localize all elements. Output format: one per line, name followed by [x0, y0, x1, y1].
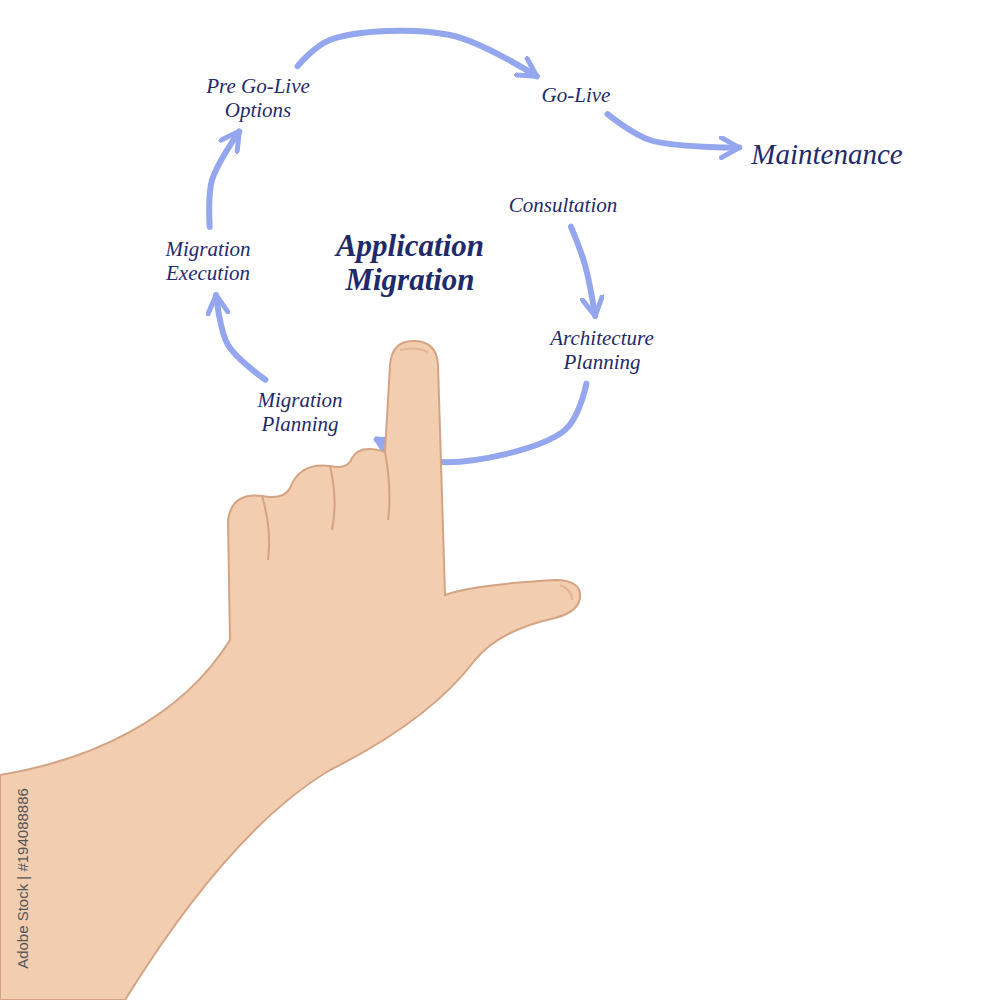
step-label: Architecture Planning	[521, 322, 683, 378]
step-text: Consultation	[509, 193, 618, 217]
diagram-title: Application Migration	[295, 229, 525, 297]
step-label: Pre Go-Live Options	[187, 70, 329, 126]
thumbnail	[560, 585, 572, 600]
step-text: Pre Go-Live Options	[193, 74, 323, 122]
watermark: Adobe Stock | #194088886	[14, 788, 31, 969]
cycle-arrow	[209, 131, 239, 226]
step-text: Migration Execution	[143, 237, 273, 285]
finger-crease	[262, 496, 269, 560]
hand-shape	[0, 341, 580, 1000]
step-text: Go-Live	[542, 83, 611, 107]
step-text: Migration Planning	[235, 388, 365, 436]
step-label: Consultation	[503, 189, 624, 221]
cycle-arrow	[571, 227, 595, 316]
cycle-arrow	[298, 31, 537, 77]
fingernail	[400, 348, 428, 352]
step-label: Maintenance	[745, 134, 908, 175]
finger-crease	[330, 466, 335, 530]
step-label: Migration Planning	[229, 384, 371, 440]
step-text: Architecture Planning	[527, 326, 677, 374]
step-label: Migration Execution	[137, 233, 279, 289]
finger-crease	[385, 452, 389, 520]
cycle-arrow	[608, 114, 740, 147]
step-text: Maintenance	[751, 138, 902, 171]
step-label: Go-Live	[536, 79, 617, 111]
cycle-arrow	[216, 295, 265, 380]
